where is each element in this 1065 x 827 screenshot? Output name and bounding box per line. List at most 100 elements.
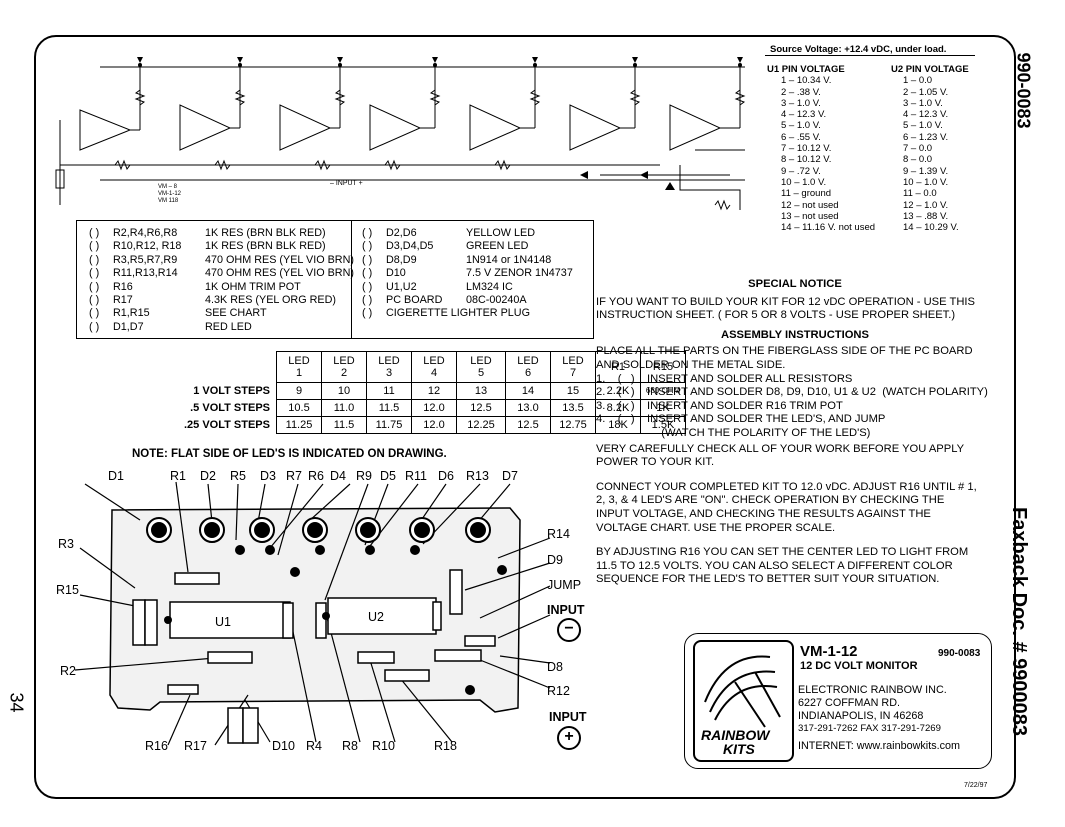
part-checkbox[interactable]: ( ) — [362, 267, 373, 280]
led-table-cell: 12.25 — [456, 416, 506, 434]
u2-pin: 5 – 1.0 V. — [903, 120, 943, 132]
part-ref: R3,R5,R7,R9 — [113, 253, 178, 266]
led-table-cell: 13 — [456, 382, 506, 400]
board-label-bottom: R8 — [342, 739, 358, 753]
board-label-bottom: D10 — [272, 739, 295, 753]
connect-para-4: VOLTAGE CHART. USE THE PROPER SCALE. — [596, 521, 836, 534]
u2-pin: 10 – 1.0 V. — [903, 176, 949, 188]
part-desc: RED LED — [205, 320, 252, 333]
u2-pin: 14 – 10.29 V. — [903, 222, 959, 234]
part-checkbox[interactable]: ( ) — [89, 307, 100, 320]
led-table-cell: 11.25 — [276, 416, 322, 434]
part-desc: 1K RES (BRN BLK RED) — [205, 240, 326, 253]
board-label-top: R7 — [286, 469, 302, 483]
led-table-header: LED 2 — [321, 351, 367, 383]
board-label-top: D3 — [260, 469, 276, 483]
board-label-left: R17 — [184, 739, 207, 753]
parts-list: ( ) R2,R4,R6,R8 1K RES (BRN BLK RED)( )R10… — [76, 220, 594, 339]
voltage-title: Source Voltage: +12.4 vDC, under load. — [765, 44, 975, 57]
u2-pin: 11 – 0.0 — [903, 188, 937, 200]
part-checkbox[interactable]: ( ) — [89, 240, 100, 253]
u1-pin: 11 – ground — [781, 188, 832, 200]
part-checkbox[interactable]: ( ) — [362, 280, 373, 293]
u2-pin: 1 – 0.0 — [903, 75, 933, 87]
led-table-header: LED 3 — [366, 351, 412, 383]
part-checkbox[interactable]: ( ) — [89, 227, 100, 239]
minus-icon: − — [557, 618, 581, 642]
part-ref: R2,R4,R6,R8 — [113, 227, 178, 239]
part-desc: 470 OHM RES (YEL VIO BRN) — [205, 267, 354, 280]
schematic-model-label-3: VM 118 — [158, 198, 179, 204]
part-ref: R16 — [113, 280, 133, 293]
part-checkbox[interactable]: ( ) — [362, 227, 373, 239]
led-table-cell: 1.5K — [640, 416, 686, 434]
led-table-cell: 11.5 — [321, 416, 367, 434]
schematic: – INPUT + VM – 8 VM-1-12 VM 118 — [55, 57, 746, 211]
part-checkbox[interactable]: ( ) — [362, 307, 373, 320]
part-checkbox[interactable]: ( ) — [362, 294, 373, 307]
led-table-cell: 10.5 — [276, 399, 322, 417]
board-label-top: R1 — [170, 469, 186, 483]
led-table-cell: 11.75 — [366, 416, 412, 434]
part-row: ( )CIGERETTE LIGHTER PLUG — [362, 307, 573, 320]
board-label-right: JUMP — [547, 578, 582, 592]
u1-pin: 13 – not used — [781, 210, 839, 222]
faxback-label: Faxback Doc. # 9900083 — [1008, 506, 1031, 737]
assembly-title: ASSEMBLY INSTRUCTIONS — [721, 328, 869, 341]
opamp-2 — [179, 104, 232, 151]
board-label-top: R6 — [308, 469, 324, 483]
title-block — [684, 633, 992, 769]
connect-para-3: INPUT VOLTAGE, AND CHECKING THE RESULTS … — [596, 507, 931, 520]
special-notice-line1: IF YOU WANT TO BUILD YOUR KIT FOR 12 vDC… — [596, 295, 975, 308]
board-label-bottom: R4 — [306, 739, 322, 753]
flat-side-note: NOTE: FLAT SIDE OF LED'S IS INDICATED ON… — [132, 448, 447, 460]
logo-art-icon: RAINBOW KITS — [701, 655, 781, 757]
assembly-intro1: PLACE ALL THE PARTS ON THE FIBERGLASS SI… — [596, 345, 973, 358]
led-table-cell: 11.0 — [321, 399, 367, 417]
part-ref: D10 — [386, 267, 406, 280]
adjust-para-2: 11.5 TO 12.5 VOLTS. YOU CAN ALSO SELECT … — [596, 559, 953, 572]
board-label-left: R16 — [145, 739, 168, 753]
led-table-header: LED 7 — [550, 351, 596, 383]
part-checkbox[interactable]: ( ) — [89, 267, 100, 280]
led-table-cell: 12.5 — [456, 399, 506, 417]
board-label-top: R5 — [230, 469, 246, 483]
part-desc: 470 OHM RES (YEL VIO BRN) — [205, 253, 354, 266]
check-para-1: VERY CAREFULLY CHECK ALL OF YOUR WORK BE… — [596, 442, 965, 455]
logo-text-2: KITS — [723, 741, 756, 756]
board-label-right: INPUT — [549, 710, 587, 724]
led-table-cell: 12.5 — [505, 416, 551, 434]
board-label-right: D9 — [547, 553, 563, 567]
opamp-7 — [669, 104, 722, 151]
part-checkbox[interactable]: ( ) — [89, 253, 100, 266]
part-checkbox[interactable]: ( ) — [362, 240, 373, 253]
part-checkbox[interactable]: ( ) — [89, 280, 100, 293]
led-table-header: R15 — [640, 351, 686, 383]
part-checkbox[interactable]: ( ) — [89, 320, 100, 333]
company-internet: INTERNET: www.rainbowkits.com — [798, 740, 960, 752]
board-label-top: D6 — [438, 469, 454, 483]
part-desc: 08C-00240A — [466, 294, 527, 307]
board-label-left: R15 — [56, 583, 79, 597]
led-table-cell: 13.5 — [550, 399, 596, 417]
part-checkbox[interactable]: ( ) — [362, 253, 373, 266]
part-ref: D8,D9 — [386, 253, 417, 266]
schematic-model-label-2: VM-1-12 — [158, 191, 182, 197]
u1-pin: 2 – .38 V. — [781, 86, 821, 98]
board-label-top: D7 — [502, 469, 518, 483]
u1-pin: 4 – 12.3 V. — [781, 109, 827, 121]
part-checkbox[interactable]: ( ) — [89, 294, 100, 307]
part-desc: LM324 IC — [466, 280, 513, 293]
led-table-row-label: .5 VOLT STEPS — [190, 402, 270, 414]
u1-header: U1 PIN VOLTAGE — [767, 64, 845, 75]
part-ref: U1,U2 — [386, 280, 417, 293]
